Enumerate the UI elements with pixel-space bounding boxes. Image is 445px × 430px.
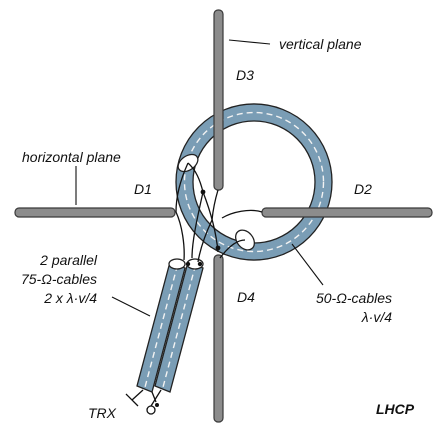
trx-terminal	[125, 389, 162, 415]
leader-vertical-plane	[228, 39, 271, 45]
label-d2: D2	[354, 181, 372, 197]
leader-50ohm-cables	[291, 243, 324, 286]
label-d4: D4	[237, 289, 255, 305]
label-d3: D3	[236, 67, 254, 83]
dipole-d1	[14, 207, 176, 218]
dipole-d4	[213, 254, 224, 423]
dipole-d3	[213, 9, 224, 191]
label-parallel-line3: 2 x λ·v/4	[43, 290, 97, 306]
label-horizontal-plane: horizontal plane	[22, 149, 121, 165]
parallel-cable-right	[154, 258, 204, 393]
label-parallel-line2: 75-Ω-cables	[21, 271, 97, 287]
label-polarization: LHCP	[376, 401, 415, 417]
leader-parallel-cables	[111, 296, 151, 317]
label-parallel-line1: 2 parallel	[39, 252, 98, 268]
label-trx: TRX	[88, 405, 117, 421]
label-50ohm-line2: λ·v/4	[361, 309, 392, 325]
dipole-d2	[261, 207, 433, 218]
label-vertical-plane: vertical plane	[279, 36, 362, 52]
feed-wires	[175, 162, 263, 267]
label-d1: D1	[134, 181, 152, 197]
label-50ohm-line1: 50-Ω-cables	[316, 290, 392, 306]
